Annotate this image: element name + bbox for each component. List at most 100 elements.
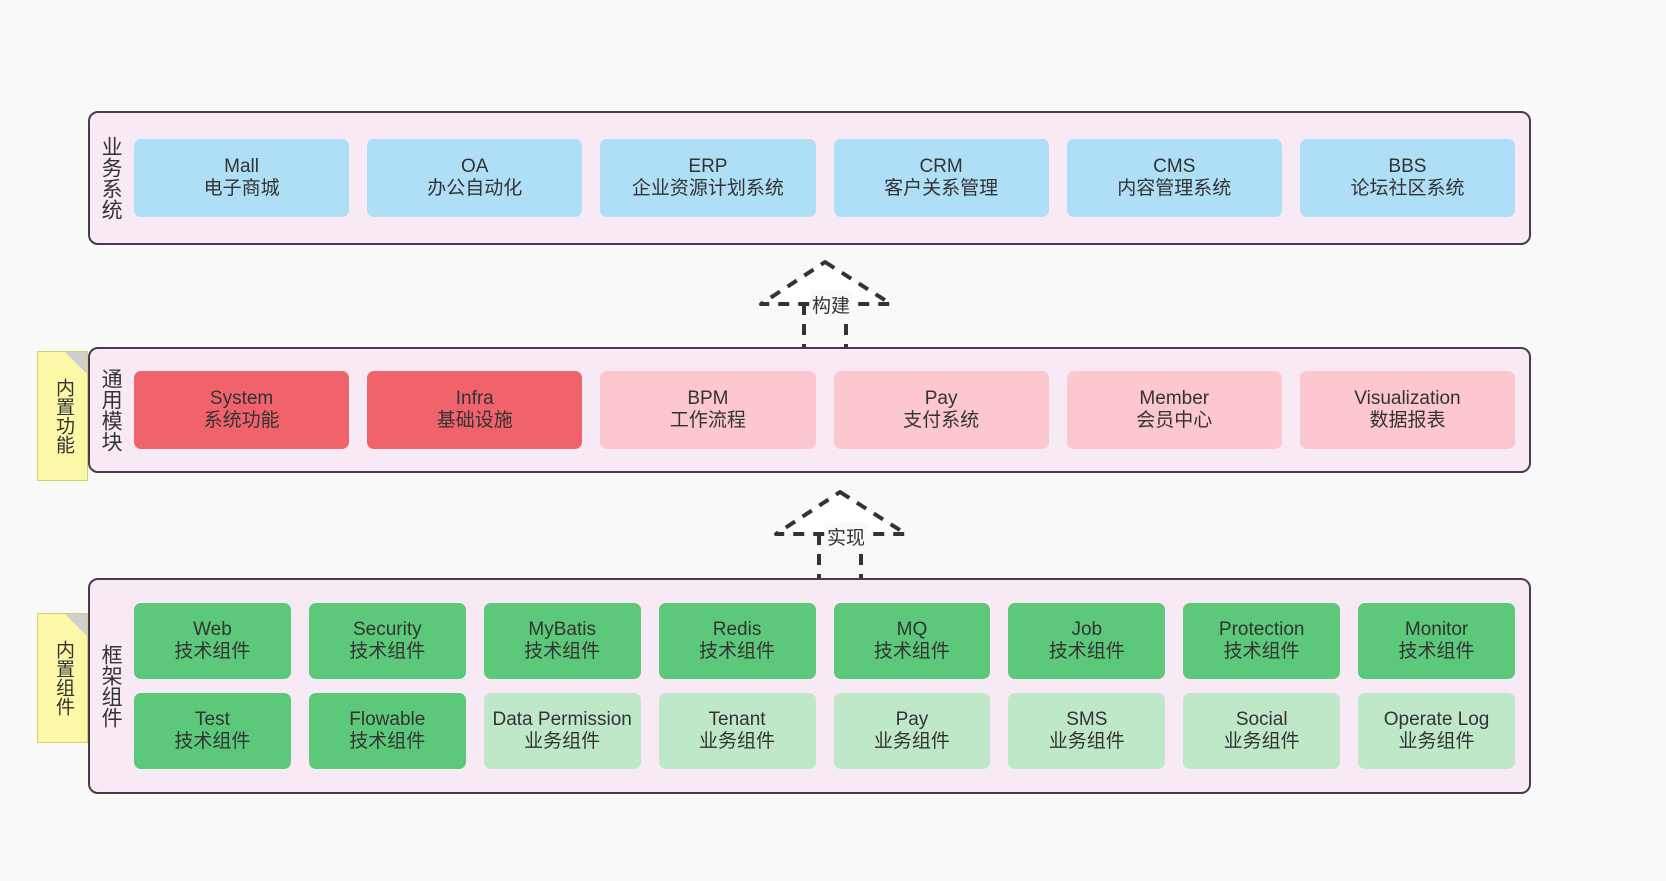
node-subtitle: 技术组件 (349, 731, 426, 752)
layer-caption-business: 业务系统 (99, 136, 123, 220)
node-subtitle: 系统功能 (203, 410, 280, 431)
node-subtitle: 业务组件 (873, 731, 950, 752)
node-subtitle: 会员中心 (1136, 410, 1213, 431)
node-oa[interactable]: OA 办公自动化 (367, 139, 583, 217)
node-subtitle: 基础设施 (436, 410, 513, 431)
layer-common-modules: 通用模块 System 系统功能 Infra 基础设施 BPM 工作流程 Pay (88, 347, 1531, 473)
node-title: Member (1139, 387, 1210, 409)
node-subtitle: 业务组件 (1048, 731, 1125, 752)
node-monitor[interactable]: Monitor 技术组件 (1358, 603, 1515, 679)
node-subtitle: 技术组件 (174, 731, 251, 752)
node-title: Pay (924, 387, 958, 409)
node-subtitle: 技术组件 (349, 641, 426, 662)
node-subtitle: 办公自动化 (427, 178, 523, 199)
node-crm[interactable]: CRM 客户关系管理 (833, 139, 1049, 217)
node-infra[interactable]: Infra 基础设施 (367, 371, 583, 449)
node-subtitle: 业务组件 (699, 731, 776, 752)
node-subtitle: 业务组件 (1223, 731, 1300, 752)
note-fold-corner-icon (65, 614, 87, 636)
arrow-build-label: 构建 (810, 291, 853, 318)
node-title: Web (193, 618, 232, 640)
node-member[interactable]: Member 会员中心 (1066, 371, 1282, 449)
node-title: Data Permission (492, 708, 632, 730)
node-social[interactable]: Social 业务组件 (1183, 693, 1341, 769)
node-subtitle: 内容管理系统 (1117, 178, 1232, 199)
business-node-row: Mall 电子商城 OA 办公自动化 ERP 企业资源计划系统 CRM 客户关系… (134, 139, 1516, 217)
layer-business-systems: 业务系统 Mall 电子商城 OA 办公自动化 ERP 企业资源计划系统 CRM (88, 111, 1531, 245)
node-mybatis[interactable]: MyBatis 技术组件 (483, 603, 641, 679)
node-title: Mall (224, 155, 259, 177)
node-title: Operate Log (1383, 708, 1490, 730)
sticky-note-builtin-features: 内置功能 (37, 351, 88, 481)
node-operate-log[interactable]: Operate Log 业务组件 (1358, 693, 1515, 769)
node-tenant[interactable]: Tenant 业务组件 (658, 693, 816, 769)
arrow-implement-label: 实现 (825, 523, 868, 550)
node-subtitle: 工作流程 (669, 410, 746, 431)
node-mq[interactable]: MQ 技术组件 (833, 603, 991, 679)
node-system[interactable]: System 系统功能 (134, 371, 350, 449)
node-title: Social (1235, 708, 1288, 730)
node-bpm[interactable]: BPM 工作流程 (600, 371, 816, 449)
node-subtitle: 技术组件 (699, 641, 776, 662)
node-title: CMS (1153, 155, 1196, 177)
node-title: Test (195, 708, 230, 730)
sticky-note-text: 内置功能 (52, 378, 74, 454)
layer-body-common: System 系统功能 Infra 基础设施 BPM 工作流程 Pay 支付系统… (130, 349, 1529, 471)
node-erp[interactable]: ERP 企业资源计划系统 (600, 139, 816, 217)
node-pay-component[interactable]: Pay 业务组件 (833, 693, 991, 769)
node-subtitle: 技术组件 (174, 641, 251, 662)
node-subtitle: 技术组件 (1223, 641, 1300, 662)
layer-caption-framework: 框架组件 (99, 644, 123, 728)
node-subtitle: 支付系统 (903, 410, 980, 431)
node-title: Visualization (1354, 387, 1461, 409)
node-subtitle: 技术组件 (1398, 641, 1475, 662)
node-title: Protection (1218, 618, 1305, 640)
node-title: Tenant (708, 708, 766, 730)
node-job[interactable]: Job 技术组件 (1008, 603, 1166, 679)
node-title: BPM (687, 387, 729, 409)
node-title: Infra (455, 387, 494, 409)
node-title: CRM (919, 155, 963, 177)
node-title: ERP (688, 155, 728, 177)
node-title: Redis (712, 618, 762, 640)
node-subtitle: 数据报表 (1369, 410, 1446, 431)
node-test[interactable]: Test 技术组件 (134, 693, 291, 769)
framework-node-row-business: Test 技术组件 Flowable 技术组件 Data Permission … (134, 693, 1515, 769)
node-subtitle: 技术组件 (1048, 641, 1125, 662)
layer-framework-components: 框架组件 Web 技术组件 Security 技术组件 MyBatis 技术组件… (88, 578, 1531, 794)
node-subtitle: 业务组件 (524, 731, 601, 752)
node-subtitle: 电子商城 (203, 178, 280, 199)
node-title: Monitor (1404, 618, 1469, 640)
note-fold-corner-icon (65, 352, 87, 374)
node-subtitle: 技术组件 (524, 641, 601, 662)
node-bbs[interactable]: BBS 论坛社区系统 (1299, 139, 1516, 217)
node-cms[interactable]: CMS 内容管理系统 (1066, 139, 1282, 217)
node-mall[interactable]: Mall 电子商城 (134, 139, 350, 217)
sticky-note-text: 内置组件 (52, 640, 74, 716)
node-title: MQ (896, 618, 928, 640)
node-protection[interactable]: Protection 技术组件 (1183, 603, 1341, 679)
node-subtitle: 技术组件 (873, 641, 950, 662)
node-title: MyBatis (528, 618, 596, 640)
node-title: BBS (1388, 155, 1427, 177)
layer-body-framework: Web 技术组件 Security 技术组件 MyBatis 技术组件 Redi… (130, 580, 1529, 792)
node-security[interactable]: Security 技术组件 (308, 603, 466, 679)
node-title: Security (352, 618, 422, 640)
node-visualization[interactable]: Visualization 数据报表 (1299, 371, 1516, 449)
node-title: SMS (1066, 708, 1108, 730)
node-sms[interactable]: SMS 业务组件 (1008, 693, 1166, 769)
node-redis[interactable]: Redis 技术组件 (658, 603, 816, 679)
node-subtitle: 业务组件 (1398, 731, 1475, 752)
framework-node-row-technical: Web 技术组件 Security 技术组件 MyBatis 技术组件 Redi… (134, 603, 1515, 679)
node-data-permission[interactable]: Data Permission 业务组件 (483, 693, 641, 769)
node-flowable[interactable]: Flowable 技术组件 (308, 693, 466, 769)
node-pay-module[interactable]: Pay 支付系统 (833, 371, 1049, 449)
node-title: OA (461, 155, 489, 177)
node-subtitle: 论坛社区系统 (1350, 178, 1465, 199)
node-subtitle: 企业资源计划系统 (631, 178, 784, 199)
layer-body-business: Mall 电子商城 OA 办公自动化 ERP 企业资源计划系统 CRM 客户关系… (130, 113, 1529, 243)
node-title: Job (1071, 618, 1103, 640)
node-web[interactable]: Web 技术组件 (134, 603, 291, 679)
node-title: Flowable (349, 708, 426, 730)
node-title: System (209, 387, 274, 409)
